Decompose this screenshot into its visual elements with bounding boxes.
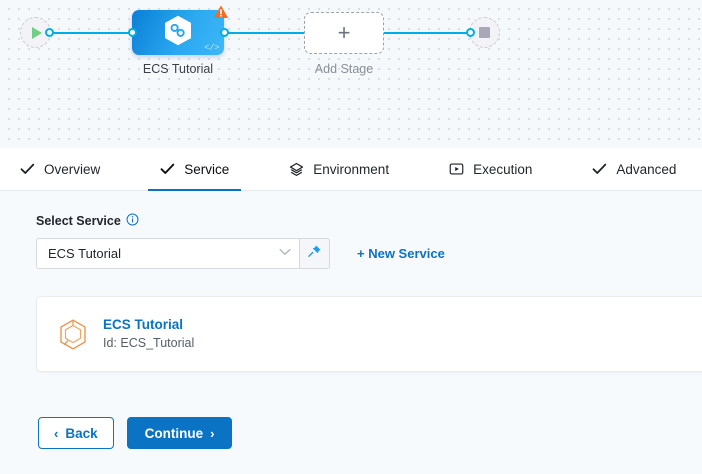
tab-environment-label: Environment xyxy=(313,161,390,177)
code-glyph-icon: </> xyxy=(204,43,219,53)
chevron-left-icon: ‹ xyxy=(54,425,59,441)
service-card-text: ECS Tutorial Id: ECS_Tutorial xyxy=(103,316,194,351)
connector-dot-stage-right[interactable] xyxy=(220,28,229,37)
back-button-label: Back xyxy=(65,425,98,441)
tab-execution[interactable]: Execution xyxy=(445,148,536,191)
service-select-row: ECS Tutorial + New Service xyxy=(36,238,702,269)
tab-execution-label: Execution xyxy=(473,161,533,177)
service-card[interactable]: ECS Tutorial Id: ECS_Tutorial xyxy=(36,296,702,372)
select-service-label-row: Select Service xyxy=(36,213,702,229)
service-card-name[interactable]: ECS Tutorial xyxy=(103,317,184,333)
play-box-icon xyxy=(449,162,464,176)
check-icon xyxy=(592,163,607,175)
warning-triangle-icon xyxy=(213,4,229,20)
tab-overview-label: Overview xyxy=(44,161,101,177)
tab-service[interactable]: Service xyxy=(148,148,242,192)
hexagon-infinity-icon xyxy=(163,14,193,51)
continue-button-label: Continue xyxy=(144,425,204,441)
play-icon xyxy=(32,26,42,39)
tab-environment[interactable]: Environment xyxy=(285,148,393,191)
connector-line-start-to-stage xyxy=(48,32,132,34)
tab-service-label: Service xyxy=(184,161,230,177)
tab-advanced-label: Advanced xyxy=(616,161,677,177)
pipeline-stage-node-ecs-tutorial[interactable]: </> xyxy=(132,5,228,55)
info-icon[interactable] xyxy=(126,213,139,229)
check-icon xyxy=(20,163,35,175)
hexagon-service-icon xyxy=(59,318,87,350)
plus-icon: + xyxy=(337,20,351,45)
layers-icon xyxy=(289,162,304,177)
pipeline-canvas[interactable]: </> ECS Tutorial + Add Stage xyxy=(0,0,702,148)
connector-line-stage-to-add xyxy=(224,32,304,34)
connector-dot-start[interactable] xyxy=(45,28,54,37)
chevron-right-icon: › xyxy=(210,425,215,441)
connector-dot-stage-left[interactable] xyxy=(128,28,137,37)
new-service-button[interactable]: + New Service xyxy=(357,246,445,261)
pin-icon xyxy=(307,244,322,264)
connector-dot-end[interactable] xyxy=(466,28,475,37)
add-stage-label: Add Stage xyxy=(314,62,374,76)
check-icon xyxy=(160,163,175,175)
add-stage-button[interactable]: + xyxy=(304,12,384,54)
continue-button[interactable]: Continue › xyxy=(126,417,233,449)
wizard-footer: ‹ Back Continue › xyxy=(38,417,233,449)
pin-service-button[interactable] xyxy=(299,238,330,269)
tab-overview[interactable]: Overview xyxy=(16,148,104,191)
connector-line-add-to-end xyxy=(384,32,476,34)
pipeline-stage-label: ECS Tutorial xyxy=(142,62,214,76)
service-select-value: ECS Tutorial xyxy=(48,246,121,261)
chevron-down-icon xyxy=(279,248,291,259)
back-button[interactable]: ‹ Back xyxy=(38,417,114,449)
service-select[interactable]: ECS Tutorial xyxy=(36,238,299,269)
stage-config-tabbar: Overview Service Environment Exec xyxy=(0,148,702,192)
select-service-label: Select Service xyxy=(36,214,121,228)
stop-square-icon xyxy=(479,27,490,38)
tab-advanced[interactable]: Advanced xyxy=(588,148,680,191)
service-card-id: Id: ECS_Tutorial xyxy=(103,335,195,350)
